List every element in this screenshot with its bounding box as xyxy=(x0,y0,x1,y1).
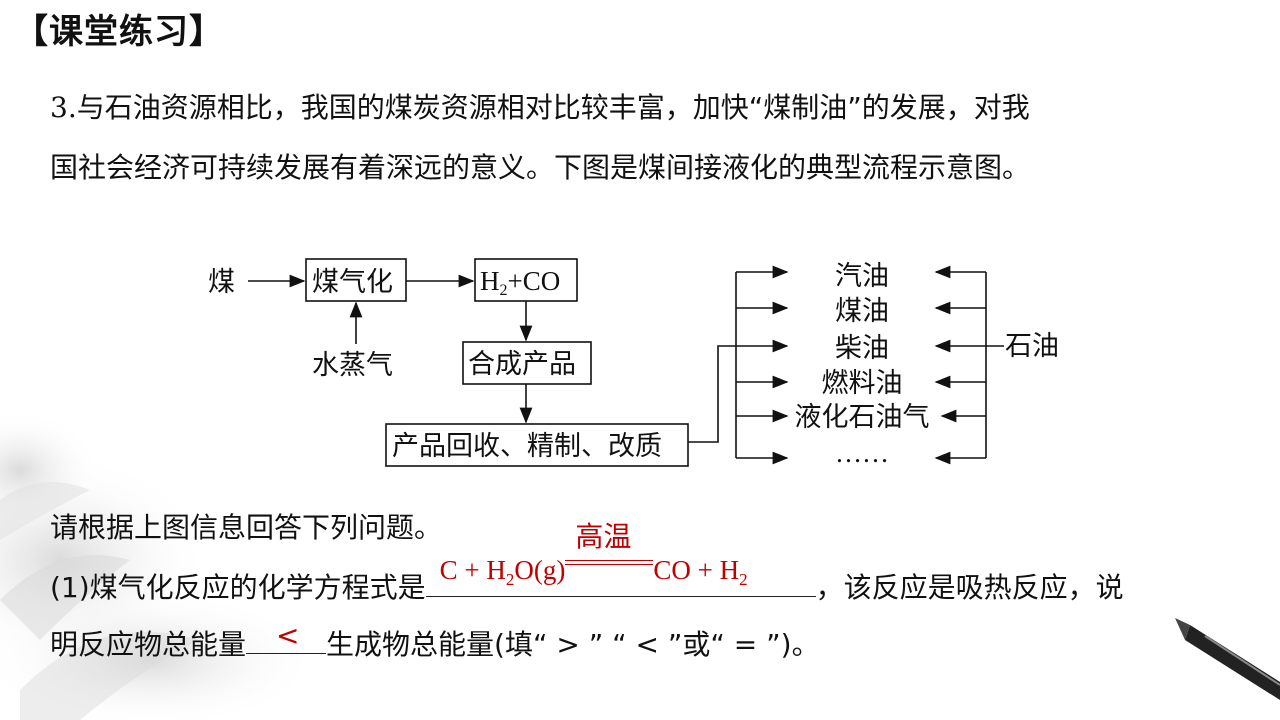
syngas-label: H2+CO xyxy=(480,266,560,299)
question-number: 3. xyxy=(50,91,77,124)
petroleum-label: 石油 xyxy=(1005,331,1059,362)
energy-blank[interactable]: < xyxy=(246,619,327,654)
product-diesel: 柴油 xyxy=(835,333,889,364)
gasification-box xyxy=(305,258,407,302)
question-line-2: 国社会经济可持续发展有着深远的意义。下图是煤间接液化的典型流程示意图。 xyxy=(50,151,1031,184)
recovery-box xyxy=(385,423,689,467)
synthesis-box xyxy=(462,341,592,385)
product-lpg: 液化石油气 xyxy=(795,402,930,433)
recovery-label: 产品回收、精制、改质 xyxy=(392,431,662,462)
product-fuel-oil: 燃料油 xyxy=(822,368,903,399)
gasification-label: 煤气化 xyxy=(312,267,393,298)
connector-recovery xyxy=(688,345,736,443)
answer-prompt: 请根据上图信息回答下列问题。 xyxy=(50,511,443,544)
question-line-1: 3.与石油资源相比，我国的煤炭资源相对比较丰富，加快“煤制油”的发展，对我 xyxy=(50,91,1030,124)
condition-label: 高温 xyxy=(575,520,632,553)
q1-line-1: (1)煤气化反应的化学方程式是 C + H2O(g) 高温 CO + H2 ，该… xyxy=(50,520,1124,606)
energy-answer: < xyxy=(276,619,300,652)
synthesis-label: 合成产品 xyxy=(468,349,576,380)
reaction-condition-sign: 高温 xyxy=(565,520,654,579)
product-others: …… xyxy=(835,438,889,468)
product-gasoline: 汽油 xyxy=(835,261,889,292)
equation-answer: C + H2O(g) 高温 CO + H2 xyxy=(440,520,748,589)
coal-label: 煤 xyxy=(208,267,235,298)
section-heading: 【课堂练习】 xyxy=(14,12,224,52)
steam-label: 水蒸气 xyxy=(312,350,393,381)
product-kerosene: 煤油 xyxy=(835,296,889,327)
equation-blank[interactable]: C + H2O(g) 高温 CO + H2 xyxy=(425,520,816,597)
q1-line-2: 明反应物总能量<生成物总能量(填“ > ” “ < ”或“ = ”)。 xyxy=(50,619,820,661)
